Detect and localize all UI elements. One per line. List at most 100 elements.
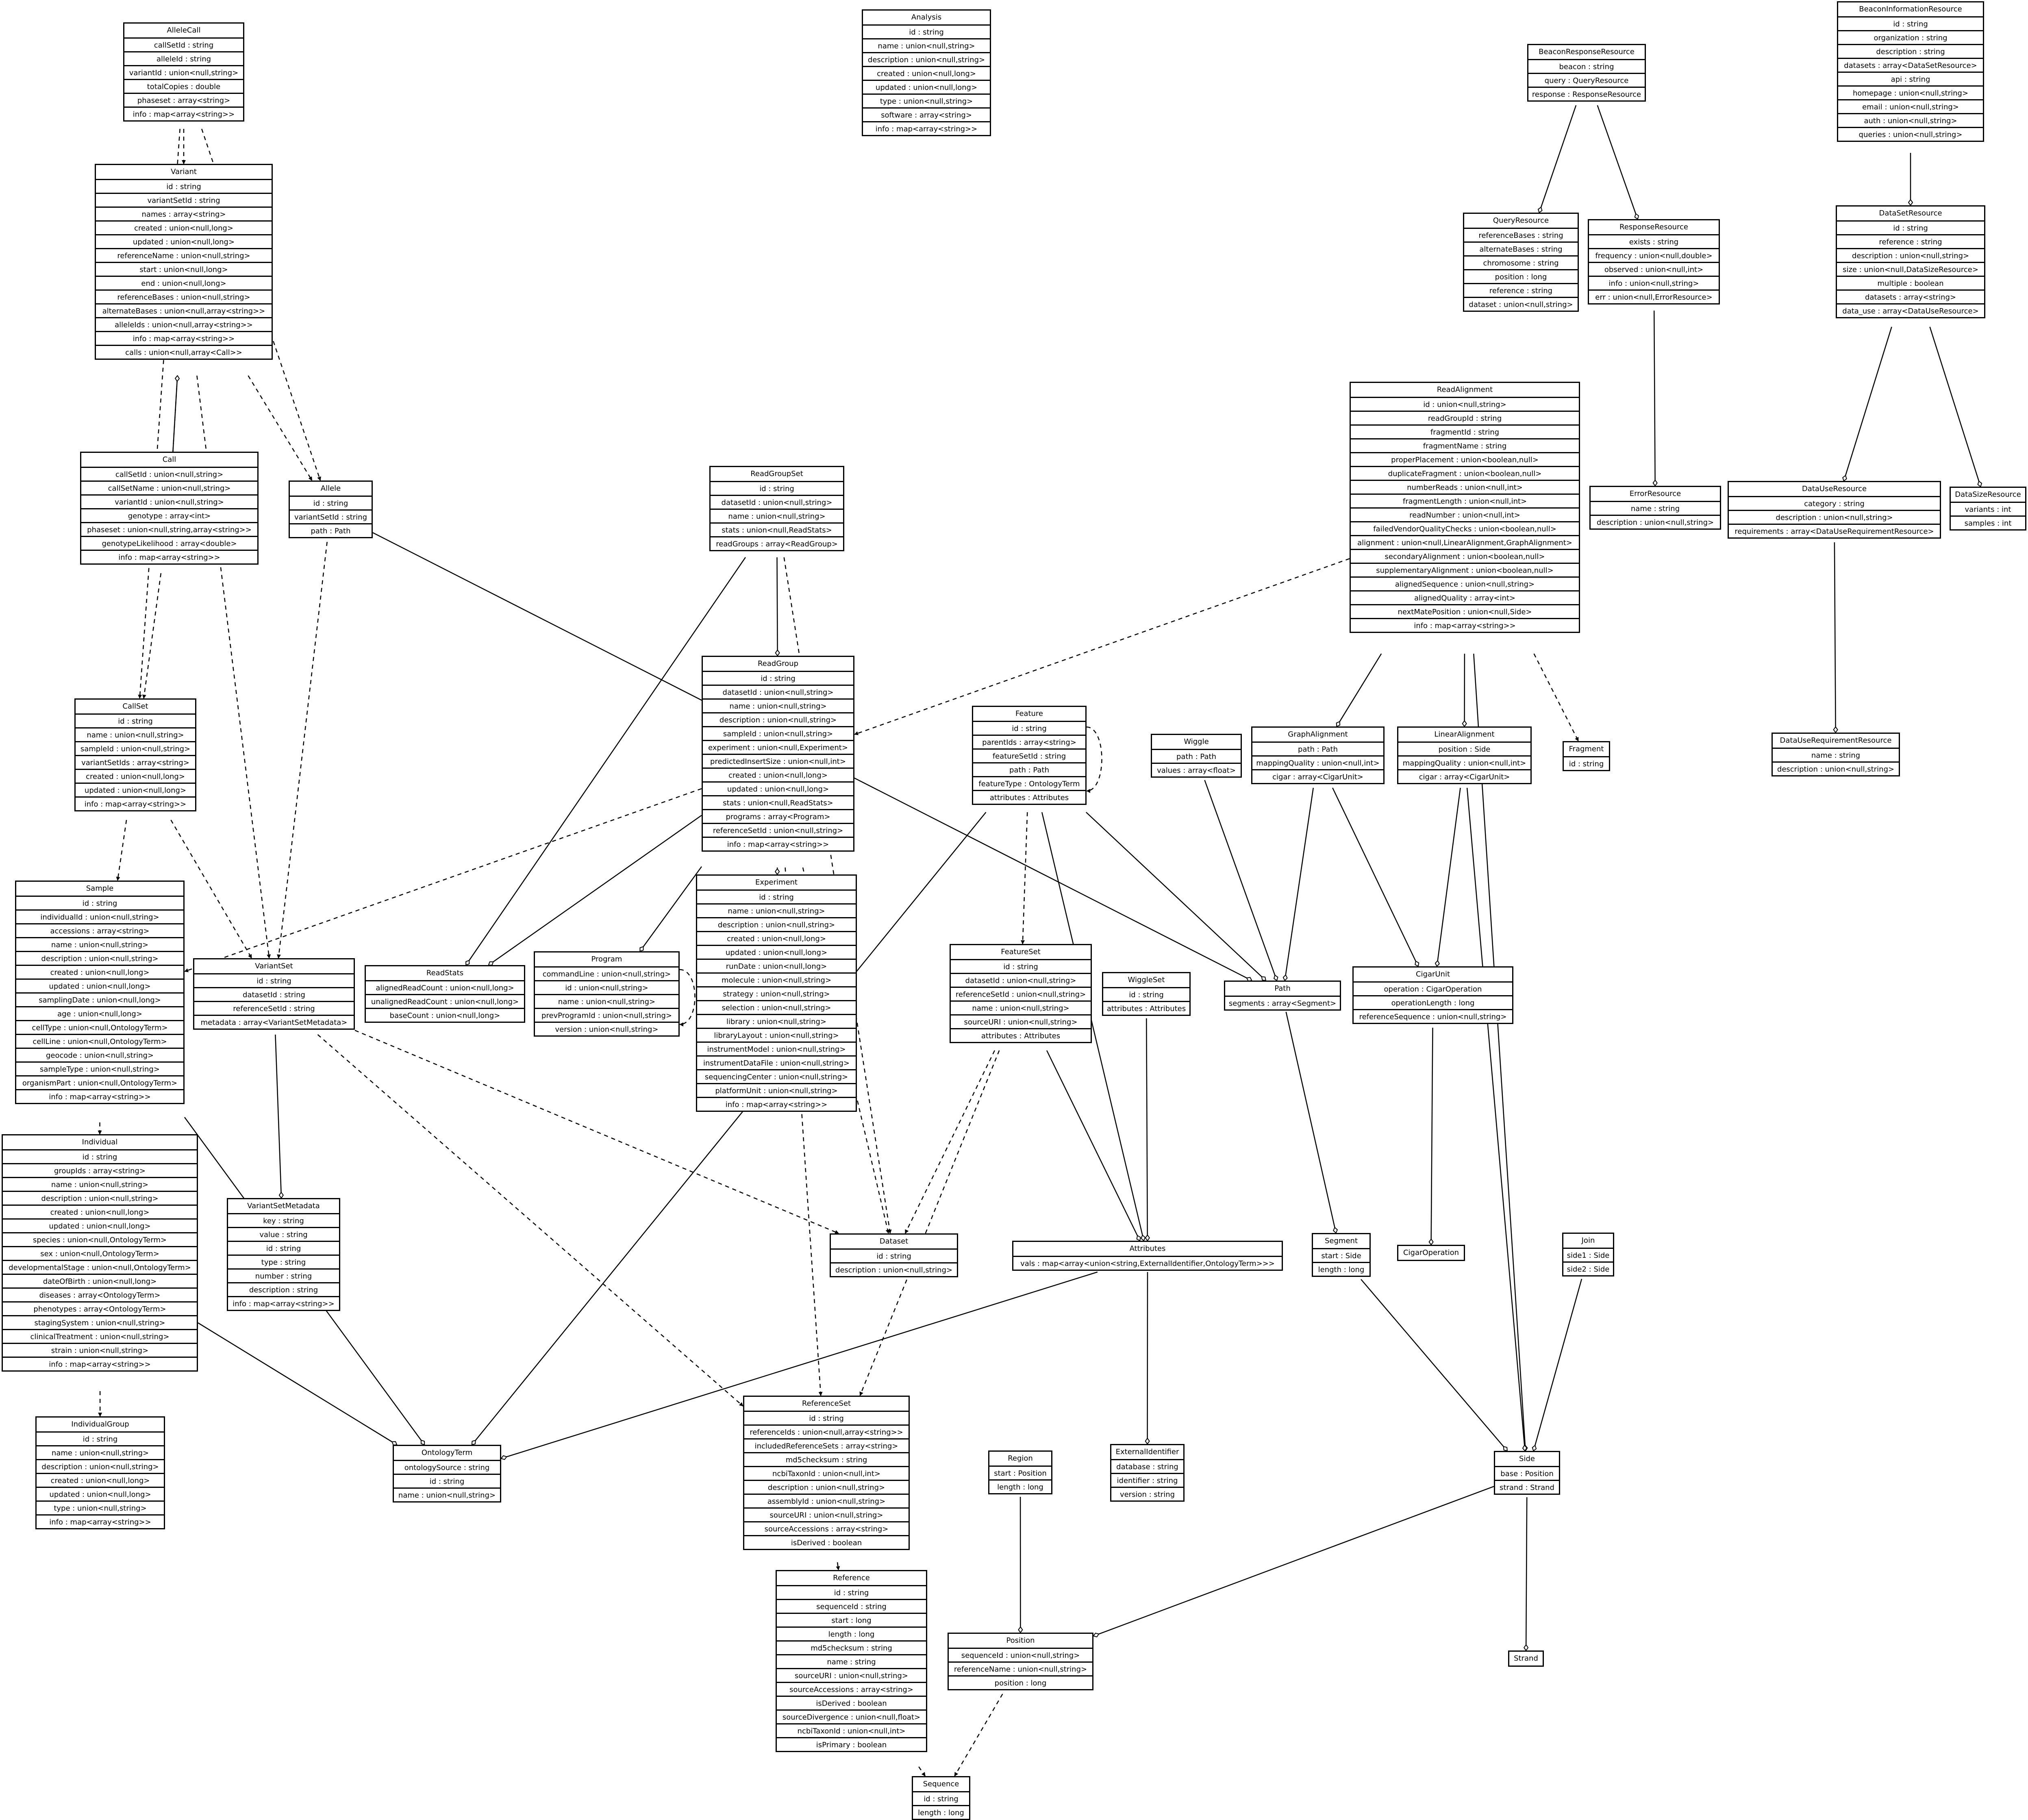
class-field: stats : union<null,ReadStats> [711, 522, 843, 536]
class-field: length : long [989, 1479, 1051, 1493]
class-field: id : string [37, 1431, 164, 1445]
class-field: ncbiTaxonId : union<null,int> [777, 1723, 926, 1737]
class-title: Experiment [697, 876, 856, 889]
edge-allele-to-variant-set [278, 542, 327, 958]
class-field: variantSetId : string [290, 509, 372, 523]
class-field: molecule : union<null,string> [697, 972, 856, 986]
class-field: duplicateFragment : union<boolean,null> [1351, 466, 1579, 480]
class-field: chromosome : string [1464, 255, 1578, 269]
class-title: Fragment [1564, 742, 1609, 756]
class-field: referenceBases : string [1464, 228, 1578, 241]
class-field: name : union<null,string> [37, 1445, 164, 1459]
class-field: updated : union<null,long> [697, 945, 856, 959]
class-field: description : union<null,string> [831, 1262, 957, 1276]
class-title: BeaconResponseResource [1528, 45, 1645, 59]
class-field: mappingQuality : union<null,int> [1398, 755, 1530, 769]
class-field: info : map<array<string>> [81, 550, 257, 563]
class-title: Sample [16, 882, 183, 896]
class-field: callSetId : union<null,string> [81, 467, 257, 481]
edge-data-set-resource-to-data-use-resource [1844, 327, 1892, 481]
class-title: Individual [3, 1135, 197, 1149]
class-title: Dataset [831, 1235, 957, 1248]
edge-reference-set-to-reference [837, 1562, 839, 1570]
class-field: name : string [1591, 501, 1720, 515]
class-field: sequencingCenter : union<null,string> [697, 1069, 856, 1083]
class-field: position : Side [1398, 741, 1530, 755]
class-field: type : string [228, 1255, 339, 1268]
class-field: id : string [394, 1474, 500, 1487]
class-field: isDerived : boolean [744, 1535, 909, 1549]
edge-feature-set-to-attributes [1047, 1050, 1140, 1241]
class-field: length : long [777, 1626, 926, 1640]
class-field: id : string [951, 959, 1091, 973]
class-field: attributes : Attributes [973, 790, 1085, 804]
edge-call-to-call-set [144, 573, 161, 698]
class-field: attributes : Attributes [1103, 1001, 1189, 1015]
class-field: totalCopies : double [124, 79, 243, 93]
class-field: id : string [831, 1248, 957, 1262]
class-field: sourceAccessions : array<string> [777, 1682, 926, 1696]
class-field: referenceSetId : string [194, 1001, 354, 1015]
class-title: CigarOperation [1398, 1246, 1464, 1260]
class-field: alignment : union<null,LinearAlignment,G… [1351, 535, 1579, 549]
edge-join-to-side [1534, 1279, 1582, 1451]
class-field: experiment : union<null,Experiment> [703, 740, 853, 754]
class-field: sampleId : union<null,string> [703, 726, 853, 740]
class-field: geocode : union<null,string> [16, 1048, 183, 1061]
class-field: variantId : union<null,string> [124, 65, 243, 79]
class-field: datasetId : union<null,string> [703, 685, 853, 698]
class-field: commandLine : union<null,string> [535, 966, 678, 980]
class-field: ontologySource : string [394, 1460, 500, 1474]
class-field: ncbiTaxonId : union<null,int> [744, 1466, 909, 1480]
class-field: name : union<null,string> [697, 903, 856, 917]
class-field: category : string [1729, 496, 1940, 510]
class-field: start : long [777, 1613, 926, 1626]
class-field: name : string [777, 1654, 926, 1668]
edge-call-to-variant [173, 376, 177, 452]
class-field: stagingSystem : union<null,string> [3, 1315, 197, 1329]
class-field: datasets : array<DataSetResource> [1838, 58, 1983, 72]
class-field: readGroupId : string [1351, 411, 1579, 424]
class-field: cigar : array<CigarUnit> [1252, 769, 1383, 783]
class-field: instrumentModel : union<null,string> [697, 1042, 856, 1055]
edge-response-resource-to-error-resource [1654, 311, 1655, 486]
class-title: AlleleCall [124, 24, 243, 37]
class-field: side1 : Side [1563, 1248, 1613, 1261]
class-title: ReferenceSet [744, 1397, 909, 1411]
edge-position-to-sequence [954, 1694, 1002, 1776]
class-field: id : string [711, 481, 843, 495]
class-field: id : string [744, 1411, 909, 1424]
edge-side-to-strand [1526, 1497, 1527, 1650]
class-field: referenceSetId : union<null,string> [951, 987, 1091, 1000]
class-field: start : Position [989, 1466, 1051, 1479]
class-field: predictedInsertSize : union<null,int> [703, 754, 853, 768]
class-field: id : string [76, 713, 195, 727]
class-field: description : union<null,string> [1837, 248, 1984, 262]
class-field: genotypeLikelihood : array<double> [81, 536, 257, 550]
class-field: updated : union<null,long> [703, 781, 853, 795]
class-field: sourceURI : union<null,string> [744, 1507, 909, 1521]
class-field: variants : int [1951, 502, 2025, 515]
class-field: instrumentDataFile : union<null,string> [697, 1055, 856, 1069]
class-field: diseases : array<OntologyTerm> [3, 1287, 197, 1301]
class-field: id : union<null,string> [1351, 397, 1579, 411]
class-field: parentIds : array<string> [973, 735, 1085, 748]
class-field: isPrimary : boolean [777, 1737, 926, 1751]
class-field: description : union<null,string> [744, 1480, 909, 1494]
class-field: path : Path [290, 523, 372, 537]
class-field: referenceName : union<null,string> [96, 248, 272, 262]
class-field: referenceName : union<null,string> [949, 1661, 1092, 1675]
